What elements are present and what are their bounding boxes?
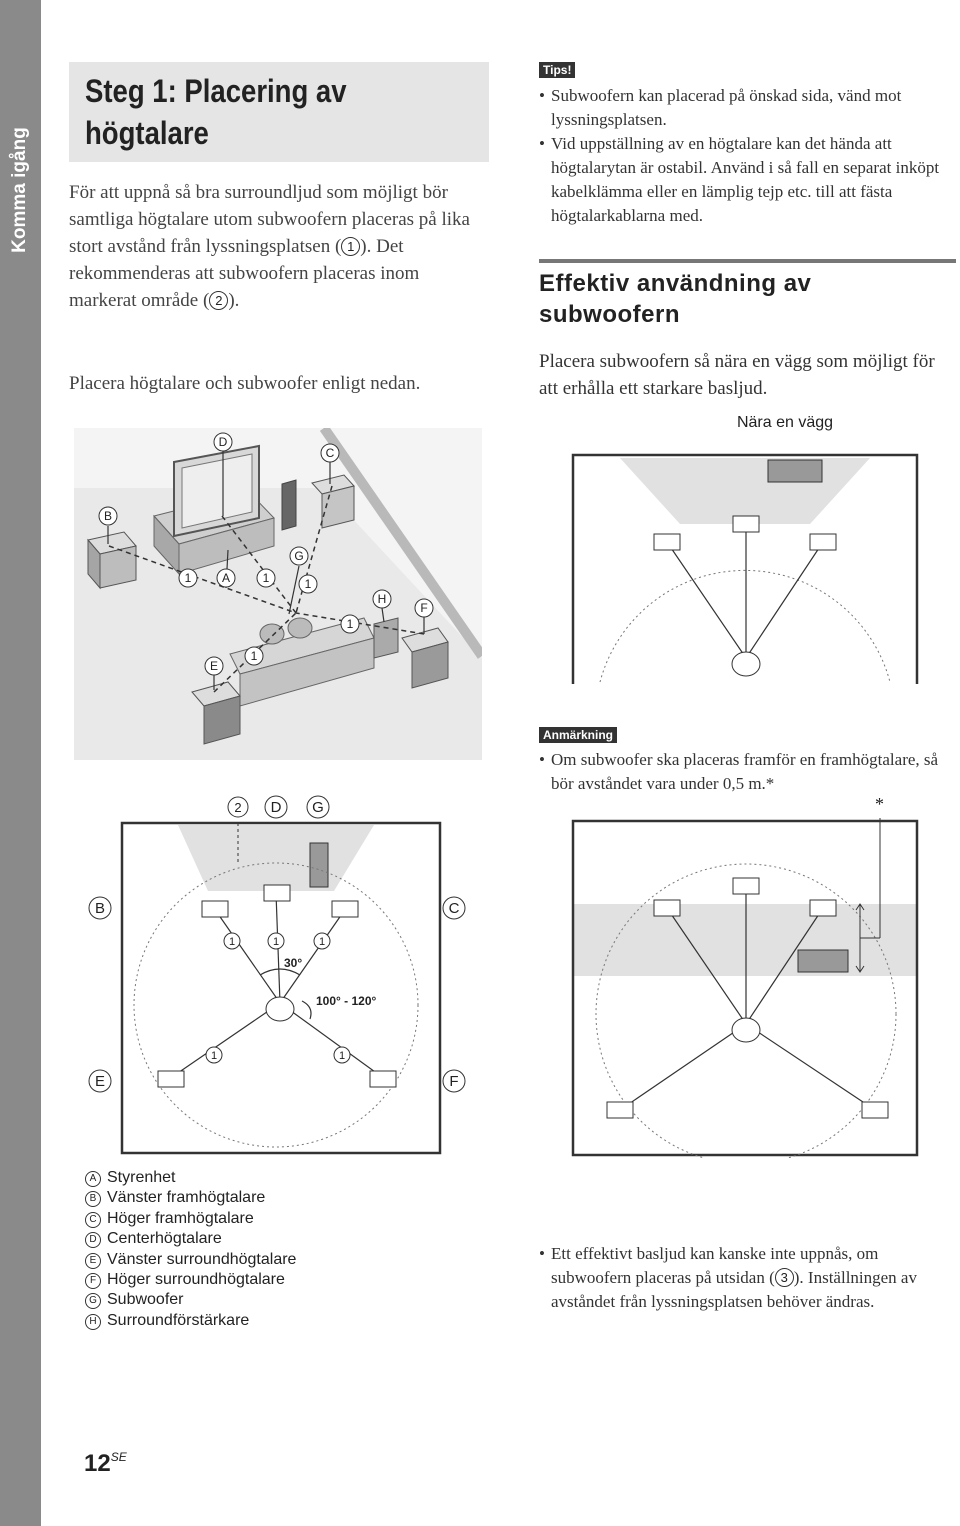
layout-label-d: D — [271, 799, 282, 816]
legend-key: E — [85, 1252, 101, 1269]
room-label-d: D — [219, 435, 228, 449]
subwoofer-intro: Placera subwoofern så nära en vägg som m… — [539, 351, 935, 399]
layout-label-b: B — [95, 900, 105, 917]
bottom-note-list: Ett effektivt basljud kan kanske inte up… — [539, 1242, 959, 1314]
room-label-b: B — [104, 509, 112, 523]
legend-text: Styrenhet — [107, 1169, 176, 1186]
intro-text-part: ). — [228, 290, 240, 311]
legend-item: C Höger framhögtalare — [85, 1209, 296, 1229]
tips-list: Subwoofern kan placerad på önskad sida, … — [539, 84, 954, 228]
tips-tag: Tips! — [539, 62, 576, 78]
section-sidebar: Komma igång — [0, 0, 41, 1526]
layout-distance-1: 1 — [339, 1050, 345, 1062]
legend-text: Centerhögtalare — [107, 1230, 222, 1248]
speaker-layout-diagram: 2 D G B C E F 1 1 1 1 1 30° 100° - 120° — [88, 795, 466, 1155]
legend-text: Subwoofer — [107, 1291, 184, 1309]
note-item: Om subwoofer ska placeras framför en fra… — [539, 748, 959, 796]
room-distance-1: 1 — [305, 577, 312, 591]
surround-angle-label: 100° - 120° — [316, 994, 377, 1008]
room-distance-1: 1 — [347, 617, 354, 631]
legend-text: Surroundförstärkare — [107, 1311, 250, 1329]
legend-item: G Subwoofer — [85, 1290, 296, 1310]
ref-marker-2: 2 — [209, 291, 229, 310]
page-number: 12SE — [84, 1450, 127, 1478]
legend-item: B Vänster framhögtalare — [85, 1188, 296, 1208]
layout-distance-1: 1 — [211, 1050, 217, 1062]
room-illustration: D C B A G H F E 1 1 1 1 1 — [74, 428, 482, 760]
bottom-note-text: ). Inställningen av avståndet från lyssn… — [551, 1268, 917, 1311]
legend-key: C — [85, 1211, 101, 1228]
ref-marker-3: 3 — [774, 1268, 794, 1287]
asterisk-marker: * — [875, 794, 884, 814]
front-angle-label: 30° — [284, 956, 302, 970]
intro-text-part: ). Det rekommenderas att subwoofern plac… — [69, 236, 420, 311]
note-list: Om subwoofer ska placeras framför en fra… — [539, 748, 959, 796]
section-heading: Effektiv användning av subwoofern — [539, 270, 812, 328]
note-tag: Anmärkning — [539, 727, 618, 743]
layout-label-f: F — [449, 1073, 458, 1090]
legend-item: F Höger surroundhögtalare — [85, 1270, 296, 1290]
heading-rule — [539, 259, 956, 263]
legend-text: Vänster framhögtalare — [107, 1189, 266, 1207]
legend-text: Vänster surroundhögtalare — [107, 1250, 297, 1268]
room-label-h: H — [378, 592, 387, 606]
legend-key: H — [85, 1313, 101, 1330]
near-wall-diagram — [571, 453, 919, 684]
bottom-note-item: Ett effektivt basljud kan kanske inte up… — [539, 1242, 959, 1314]
tip-item: Subwoofern kan placerad på önskad sida, … — [539, 84, 954, 132]
room-label-g: G — [294, 549, 303, 563]
section-label: Komma igång — [9, 127, 30, 253]
layout-distance-1: 1 — [273, 936, 279, 948]
legend-key: B — [85, 1191, 101, 1208]
layout-distance-1: 1 — [229, 936, 235, 948]
legend-key: A — [85, 1171, 101, 1187]
legend-key: F — [85, 1273, 101, 1290]
room-distance-1: 1 — [263, 571, 270, 585]
wall-label: Nära en vägg — [736, 414, 834, 431]
room-label-e: E — [210, 659, 218, 673]
room-distance-1: 1 — [185, 571, 192, 585]
legend-key: D — [85, 1232, 101, 1249]
page-title: Steg 1: Placering av högtalare — [85, 73, 347, 151]
subwoofer-zone-diagram — [571, 818, 919, 1158]
page-number-suffix: SE — [110, 1450, 127, 1464]
tip-item: Vid uppställning av en högtalare kan det… — [539, 132, 954, 228]
legend-text: Höger surroundhögtalare — [107, 1271, 285, 1289]
page-number-value: 12 — [84, 1450, 111, 1477]
intro-text-part: För att uppnå så bra surroundljud som mö… — [69, 182, 470, 257]
placement-instruction: Placera högtalare och subwoofer enligt n… — [69, 373, 421, 394]
legend-item: A Styrenhet — [85, 1168, 296, 1188]
layout-label-g: G — [312, 799, 324, 816]
room-label-f: F — [420, 601, 427, 615]
layout-label-e: E — [95, 1073, 105, 1090]
layout-label-c: C — [449, 900, 460, 917]
ref-marker-1: 1 — [341, 237, 361, 256]
layout-ref-2: 2 — [234, 800, 241, 815]
bottom-note-text: Ett effektivt basljud kan kanske inte up… — [551, 1244, 879, 1287]
legend-text: Höger framhögtalare — [107, 1209, 254, 1227]
room-label-c: C — [326, 446, 335, 460]
legend-item: D Centerhögtalare — [85, 1229, 296, 1249]
room-distance-1: 1 — [251, 649, 258, 663]
speaker-legend: A Styrenhet B Vänster framhögtalare C Höger… — [85, 1168, 296, 1331]
legend-key: G — [85, 1293, 101, 1310]
legend-item: H Surroundförstärkare — [85, 1311, 296, 1331]
page-title-box: Steg 1: Placering av högtalare — [69, 62, 489, 162]
room-label-a: A — [222, 571, 230, 585]
intro-paragraph: För att uppnå så bra surroundljud som mö… — [69, 179, 479, 314]
legend-item: E Vänster surroundhögtalare — [85, 1250, 296, 1270]
layout-distance-1: 1 — [319, 936, 325, 948]
